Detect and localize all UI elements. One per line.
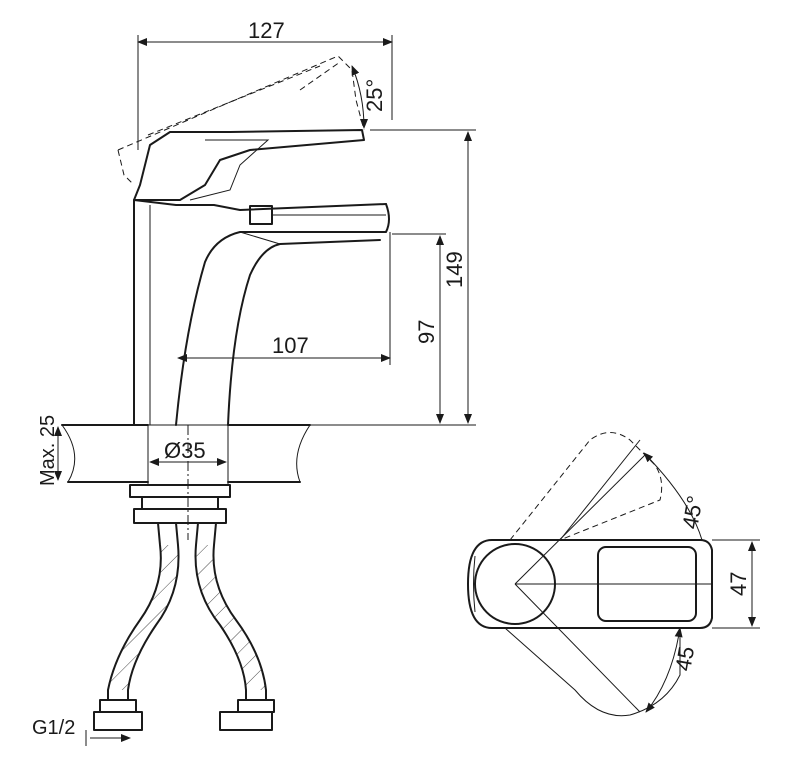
- dim-107-label: 107: [272, 333, 309, 358]
- deck-section: [61, 424, 311, 483]
- lever-handle: [117, 55, 365, 201]
- flex-hoses: [85, 522, 275, 746]
- faucet-body: [133, 199, 390, 426]
- dim-diameter-label: Ø35: [164, 438, 206, 463]
- side-view: 127 25° 149 97 107 Max. 25 Ø35 G1/2: [32, 18, 476, 746]
- dim-max25-label: Max. 25: [37, 415, 59, 486]
- dimension-lines: [54, 35, 476, 481]
- dim-25deg-label: 25°: [362, 79, 387, 112]
- mounting-hardware: [129, 424, 231, 540]
- dim-45deg-label: 45°: [677, 494, 707, 531]
- dim-45-label: 45: [670, 644, 699, 672]
- top-view: 45° 47 45: [467, 432, 760, 717]
- dim-thread-label: G1/2: [32, 717, 75, 739]
- dim-47-label: 47: [726, 572, 751, 596]
- dim-97-label: 97: [414, 320, 439, 344]
- dim-127-label: 127: [248, 18, 285, 43]
- dim-149-label: 149: [442, 251, 467, 288]
